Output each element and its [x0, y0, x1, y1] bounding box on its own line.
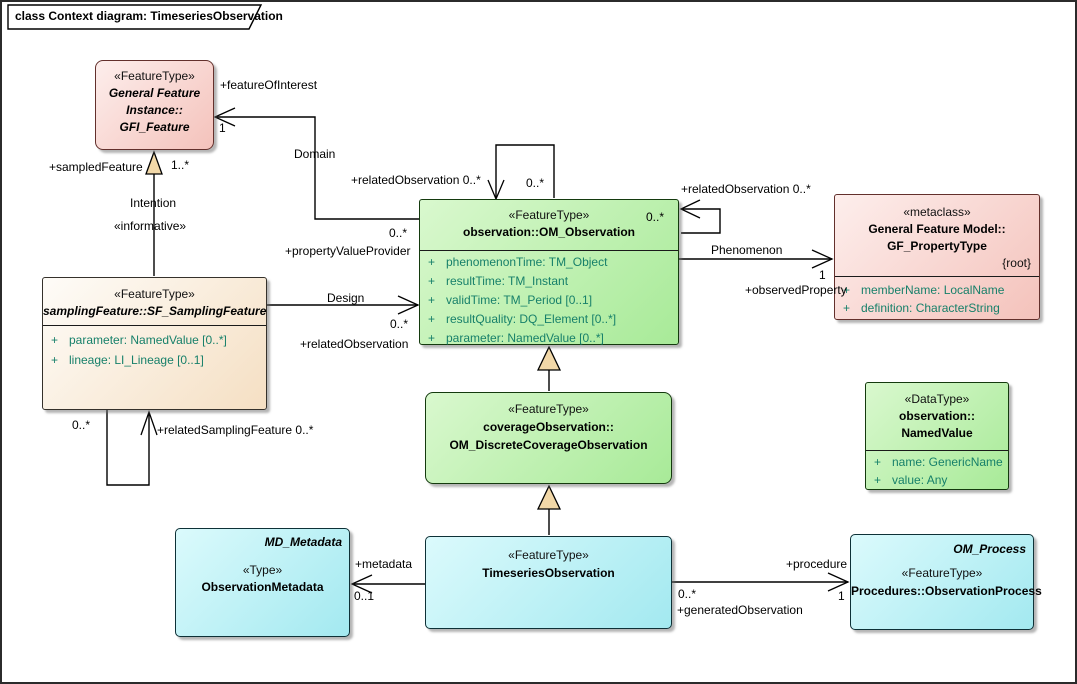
- label-observed-property-role: +observedProperty: [745, 283, 847, 297]
- compartment-divider: [835, 276, 1039, 277]
- label-feature-of-interest-role: +featureOfInterest: [220, 78, 318, 92]
- diagram-title: class Context diagram: TimeseriesObserva…: [15, 9, 283, 23]
- class-name: General Feature Model::: [868, 222, 1006, 236]
- label-phenomenon-name: Phenomenon: [711, 243, 783, 257]
- connector-metadata[interactable]: [350, 574, 425, 594]
- label-intention-stereotype: «informative»: [114, 219, 187, 233]
- connector-feature-of-interest[interactable]: [213, 107, 419, 220]
- class-box-gf-propertytype[interactable]: «metaclass» General Feature Model:: GF_P…: [834, 194, 1040, 320]
- attribute-row: + resultQuality: DQ_Element [0..*]: [428, 312, 617, 326]
- label-sampled-feature-role: +sampledFeature: [49, 160, 143, 174]
- label-intention-name: Intention: [130, 196, 177, 210]
- label-procedure-mult: 1: [838, 589, 845, 603]
- class-name: General Feature: [108, 86, 201, 100]
- connector-procedure[interactable]: [672, 572, 850, 592]
- class-name: OM_DiscreteCoverageObservation: [449, 438, 648, 452]
- diagram-frame-tab: [7, 4, 263, 30]
- class-name: Instance::: [126, 103, 183, 117]
- compartment-divider: [866, 450, 1008, 451]
- attribute-row: + lineage: LI_Lineage [0..1]: [51, 353, 204, 367]
- label-design-role: +relatedObservation: [300, 337, 409, 351]
- label-phenomenon-mult: 1: [819, 268, 826, 282]
- label-design-name: Design: [327, 291, 365, 305]
- connector-related-observation-top-loop[interactable]: [487, 144, 555, 201]
- class-box-gfi-feature[interactable]: «FeatureType» General Feature Instance::…: [95, 60, 214, 150]
- connector-related-observation-right-loop[interactable]: [679, 199, 721, 234]
- stereotype-label: «FeatureType»: [508, 402, 589, 416]
- stereotype-label: «FeatureType»: [114, 287, 195, 301]
- label-related-observation-top-mult: 0..*: [526, 176, 545, 190]
- stereotype-label: «metaclass»: [903, 205, 971, 219]
- classifier-corner-label: OM_Process: [953, 542, 1026, 556]
- class-name: ObservationMetadata: [201, 580, 324, 594]
- class-name: coverageObservation::: [483, 420, 614, 434]
- stereotype-label: «Type»: [242, 563, 283, 577]
- label-generated-observation-mult: 0..*: [678, 587, 697, 601]
- connector-generalization-dco-to-om[interactable]: [536, 345, 562, 391]
- class-name: TimeseriesObservation: [482, 566, 615, 580]
- attribute-row: + parameter: NamedValue [0..*]: [428, 331, 604, 345]
- class-box-timeseriesobservation[interactable]: «FeatureType» TimeseriesObservation: [425, 536, 672, 629]
- label-related-sampling-feature-mult: 0..*: [72, 418, 91, 432]
- class-box-sf-samplingfeature[interactable]: «FeatureType» samplingFeature::SF_Sampli…: [42, 277, 267, 410]
- label-feature-of-interest-mult: 1: [219, 121, 226, 135]
- class-name: samplingFeature::SF_SamplingFeature: [43, 304, 267, 318]
- stereotype-label: «FeatureType»: [508, 548, 589, 562]
- class-box-om-discretecoverageobservation[interactable]: «FeatureType» coverageObservation:: OM_D…: [425, 392, 672, 484]
- label-generated-observation-role: +generatedObservation: [677, 603, 803, 617]
- class-name: observation::OM_Observation: [462, 225, 636, 239]
- label-metadata-mult: 0..1: [354, 589, 375, 603]
- label-procedure-role: +procedure: [786, 557, 848, 571]
- label-related-sampling-feature-role: +relatedSamplingFeature 0..*: [157, 423, 314, 437]
- class-name: GF_PropertyType: [887, 239, 987, 253]
- connector-generalization-tso-to-dco[interactable]: [536, 484, 562, 535]
- attribute-row: + name: GenericName: [874, 455, 1003, 469]
- root-constraint: {root}: [1002, 256, 1031, 270]
- attribute-row: + definition: CharacterString: [843, 301, 1000, 315]
- attribute-row: + value: Any: [874, 473, 948, 487]
- class-box-observationmetadata[interactable]: MD_Metadata «Type» ObservationMetadata: [175, 528, 350, 637]
- label-property-value-provider-role: +propertyValueProvider: [285, 244, 411, 258]
- label-sampled-feature-mult: 1..*: [171, 158, 190, 172]
- class-name: NamedValue: [901, 426, 973, 440]
- class-name: Procedures::ObservationProcess: [851, 584, 1042, 598]
- class-box-om-observation[interactable]: «FeatureType» observation::OM_Observatio…: [419, 199, 679, 345]
- class-box-namedvalue[interactable]: «DataType» observation:: NamedValue + na…: [865, 382, 1009, 490]
- stereotype-label: «DataType»: [904, 392, 970, 406]
- label-domain-name: Domain: [294, 147, 336, 161]
- attribute-row: + resultTime: TM_Instant: [428, 274, 569, 288]
- label-related-observation-top-role: +relatedObservation 0..*: [351, 173, 481, 187]
- connector-design[interactable]: [267, 295, 420, 315]
- label-design-mult: 0..*: [390, 317, 409, 331]
- attribute-row: + parameter: NamedValue [0..*]: [51, 333, 227, 347]
- attribute-row: + validTime: TM_Period [0..1]: [428, 293, 593, 307]
- stereotype-label: «FeatureType»: [508, 208, 590, 222]
- connector-related-sampling-feature-loop[interactable]: [106, 410, 158, 486]
- attribute-row: + memberName: LocalName: [843, 283, 1005, 297]
- stereotype-label: «FeatureType»: [901, 566, 983, 580]
- label-related-observation-right-role: +relatedObservation 0..*: [681, 182, 811, 196]
- stereotype-label: «FeatureType»: [114, 69, 195, 83]
- classifier-corner-label: MD_Metadata: [264, 535, 342, 549]
- class-box-observationprocess[interactable]: OM_Process «FeatureType» Procedures::Obs…: [850, 534, 1042, 630]
- connector-intention-generalization[interactable]: [145, 150, 163, 276]
- label-property-value-provider-mult: 0..*: [389, 226, 408, 240]
- class-name: observation::: [898, 409, 975, 423]
- label-metadata-role: +metadata: [355, 557, 413, 571]
- connector-phenomenon[interactable]: [679, 249, 834, 269]
- label-related-observation-right-mult: 0..*: [646, 210, 665, 224]
- attribute-row: + phenomenonTime: TM_Object: [428, 255, 608, 269]
- compartment-divider: [43, 325, 266, 326]
- compartment-divider: [420, 250, 678, 251]
- class-name: GFI_Feature: [119, 120, 190, 134]
